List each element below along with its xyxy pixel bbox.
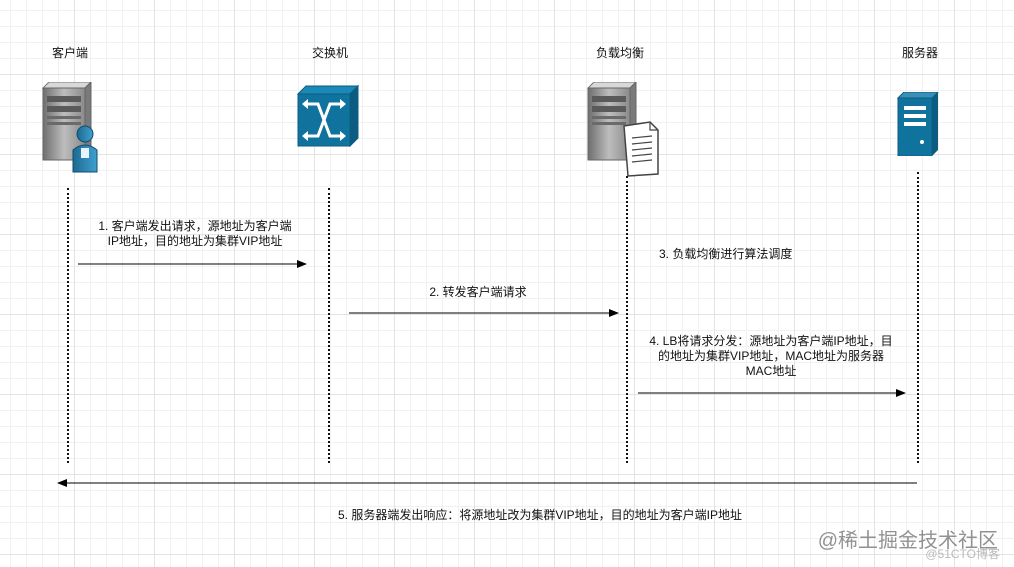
server-document-icon <box>586 82 659 177</box>
actor-client-label: 客户端 <box>51 46 89 60</box>
message-2-label: 2. 转发客户端请求 <box>429 285 527 299</box>
juejin-watermark: @稀土掘金技术社区 <box>817 530 998 552</box>
server-tower-icon <box>896 92 939 156</box>
load-balancer-lifeline <box>626 176 628 463</box>
51cto-watermark: @51CTO博客 <box>925 547 1000 561</box>
client-lifeline <box>67 188 69 463</box>
server-lifeline <box>917 172 919 463</box>
actor-switch-label: 交换机 <box>311 46 349 60</box>
network-switch-icon <box>296 84 360 148</box>
message-4-label: 4. LB将请求分发：源地址为客户端IP地址，目 的地址为集群VIP地址，MAC… <box>649 334 893 378</box>
switch-lifeline <box>328 188 330 463</box>
message-5-label: 5. 服务器端发出响应：将源地址改为集群VIP地址，目的地址为客户端IP地址 <box>337 508 743 522</box>
message-1-label: 1. 客户端发出请求，源地址为客户端 IP地址，目的地址为集群VIP地址 <box>98 219 292 248</box>
actor-server-label: 服务器 <box>901 46 939 60</box>
message-3-label: 3. 负载均衡进行算法调度 <box>659 247 793 261</box>
actor-load-balancer-label: 负载均衡 <box>595 46 645 60</box>
workstation-user-icon <box>41 82 98 173</box>
